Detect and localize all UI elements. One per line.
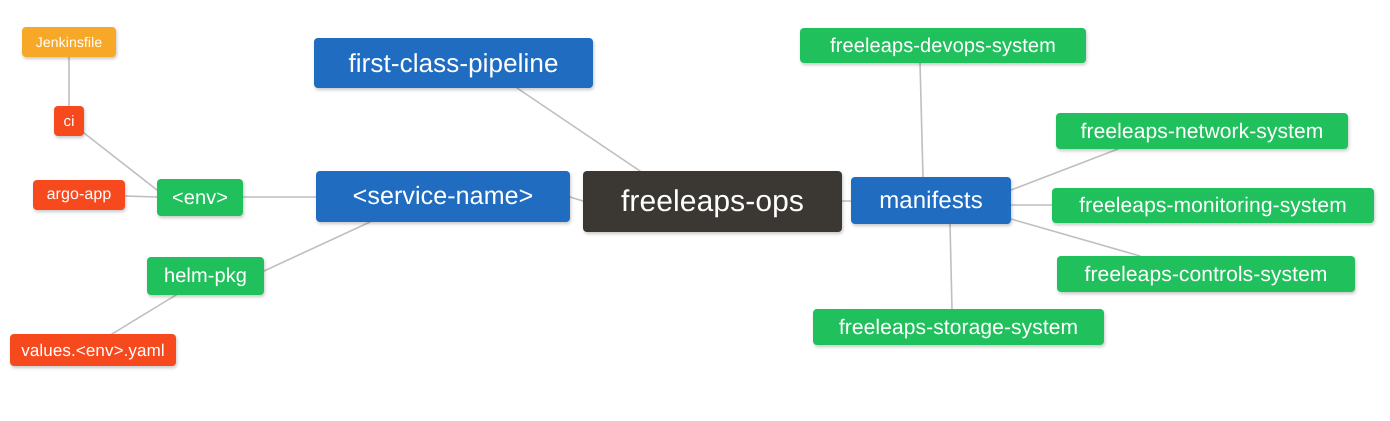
node-freeleaps-devops-system[interactable]: freeleaps-devops-system <box>800 28 1086 63</box>
node-first-class-pipeline[interactable]: first-class-pipeline <box>314 38 593 88</box>
node-label-values-env-yaml: values.<env>.yaml <box>21 340 165 360</box>
edge-env-to-argo-app <box>124 195 158 198</box>
edge-helm-pkg-to-values-env-yaml <box>111 294 177 335</box>
node-freeleaps-controls-system[interactable]: freeleaps-controls-system <box>1057 256 1355 292</box>
node-helm-pkg[interactable]: helm-pkg <box>147 257 264 295</box>
node-label-freeleaps-controls-system: freeleaps-controls-system <box>1084 262 1328 286</box>
node-env[interactable]: <env> <box>157 179 243 216</box>
node-label-helm-pkg: helm-pkg <box>163 265 248 287</box>
node-label-freeleaps-ops: freeleaps-ops <box>620 184 805 218</box>
node-argo-app[interactable]: argo-app <box>33 180 125 210</box>
edge-manifests-to-freeleaps-controls-system <box>1010 218 1141 257</box>
node-label-first-class-pipeline: first-class-pipeline <box>348 48 559 78</box>
node-ci[interactable]: ci <box>54 106 84 136</box>
edge-service-name-to-helm-pkg <box>263 221 371 272</box>
edge-freeleaps-ops-to-first-class-pipeline <box>516 87 641 172</box>
node-manifests[interactable]: manifests <box>851 177 1011 224</box>
node-label-ci: ci <box>63 112 75 130</box>
edge-manifests-to-freeleaps-devops-system <box>919 62 924 178</box>
node-freeleaps-monitoring-system[interactable]: freeleaps-monitoring-system <box>1052 188 1374 223</box>
edge-manifests-to-freeleaps-network-system <box>1010 148 1119 191</box>
node-freeleaps-ops[interactable]: freeleaps-ops <box>583 171 842 232</box>
node-label-jenkinsfile: Jenkinsfile <box>35 34 103 50</box>
node-service-name[interactable]: <service-name> <box>316 171 570 222</box>
node-label-argo-app: argo-app <box>46 186 112 203</box>
node-label-freeleaps-storage-system: freeleaps-storage-system <box>838 315 1079 339</box>
node-label-service-name: <service-name> <box>352 182 534 210</box>
node-label-env: <env> <box>171 186 229 209</box>
node-label-freeleaps-monitoring-system: freeleaps-monitoring-system <box>1079 194 1347 217</box>
edge-manifests-to-freeleaps-storage-system <box>949 223 953 310</box>
node-values-env-yaml[interactable]: values.<env>.yaml <box>10 334 176 366</box>
node-label-manifests: manifests <box>879 186 983 214</box>
edge-freeleaps-ops-to-service-name <box>569 196 584 202</box>
node-label-freeleaps-devops-system: freeleaps-devops-system <box>830 34 1056 57</box>
node-freeleaps-network-system[interactable]: freeleaps-network-system <box>1056 113 1348 149</box>
node-jenkinsfile[interactable]: Jenkinsfile <box>22 27 116 57</box>
node-freeleaps-storage-system[interactable]: freeleaps-storage-system <box>813 309 1104 345</box>
node-label-freeleaps-network-system: freeleaps-network-system <box>1080 119 1324 143</box>
